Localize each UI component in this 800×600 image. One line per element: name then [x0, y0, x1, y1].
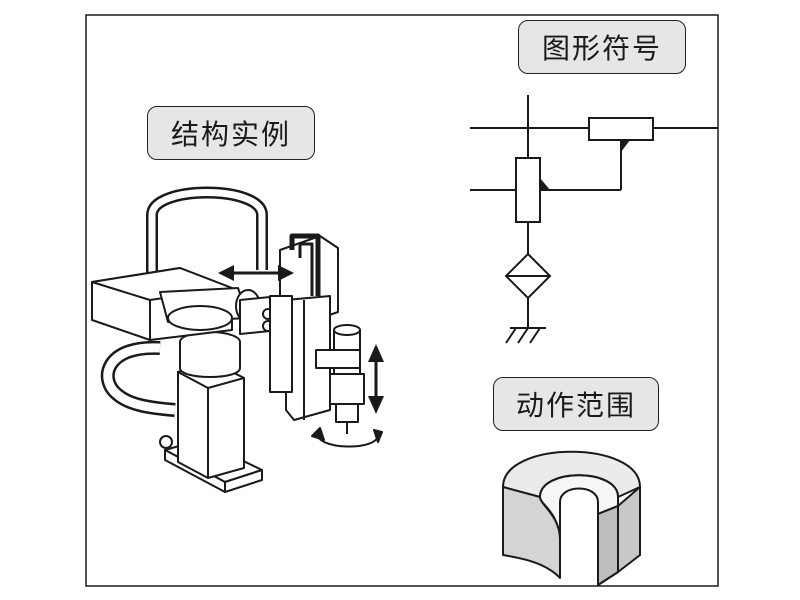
robot-illustration — [91, 186, 383, 493]
schematic-symbol — [470, 95, 718, 344]
motion-arrows — [218, 265, 384, 414]
motion-range-solid — [502, 450, 641, 586]
outer-frame — [85, 14, 719, 587]
motion-range-label: 动作范围 — [493, 377, 659, 431]
graphic-symbol-label: 图形符号 — [518, 20, 686, 74]
structure-example-label: 结构实例 — [147, 106, 315, 160]
